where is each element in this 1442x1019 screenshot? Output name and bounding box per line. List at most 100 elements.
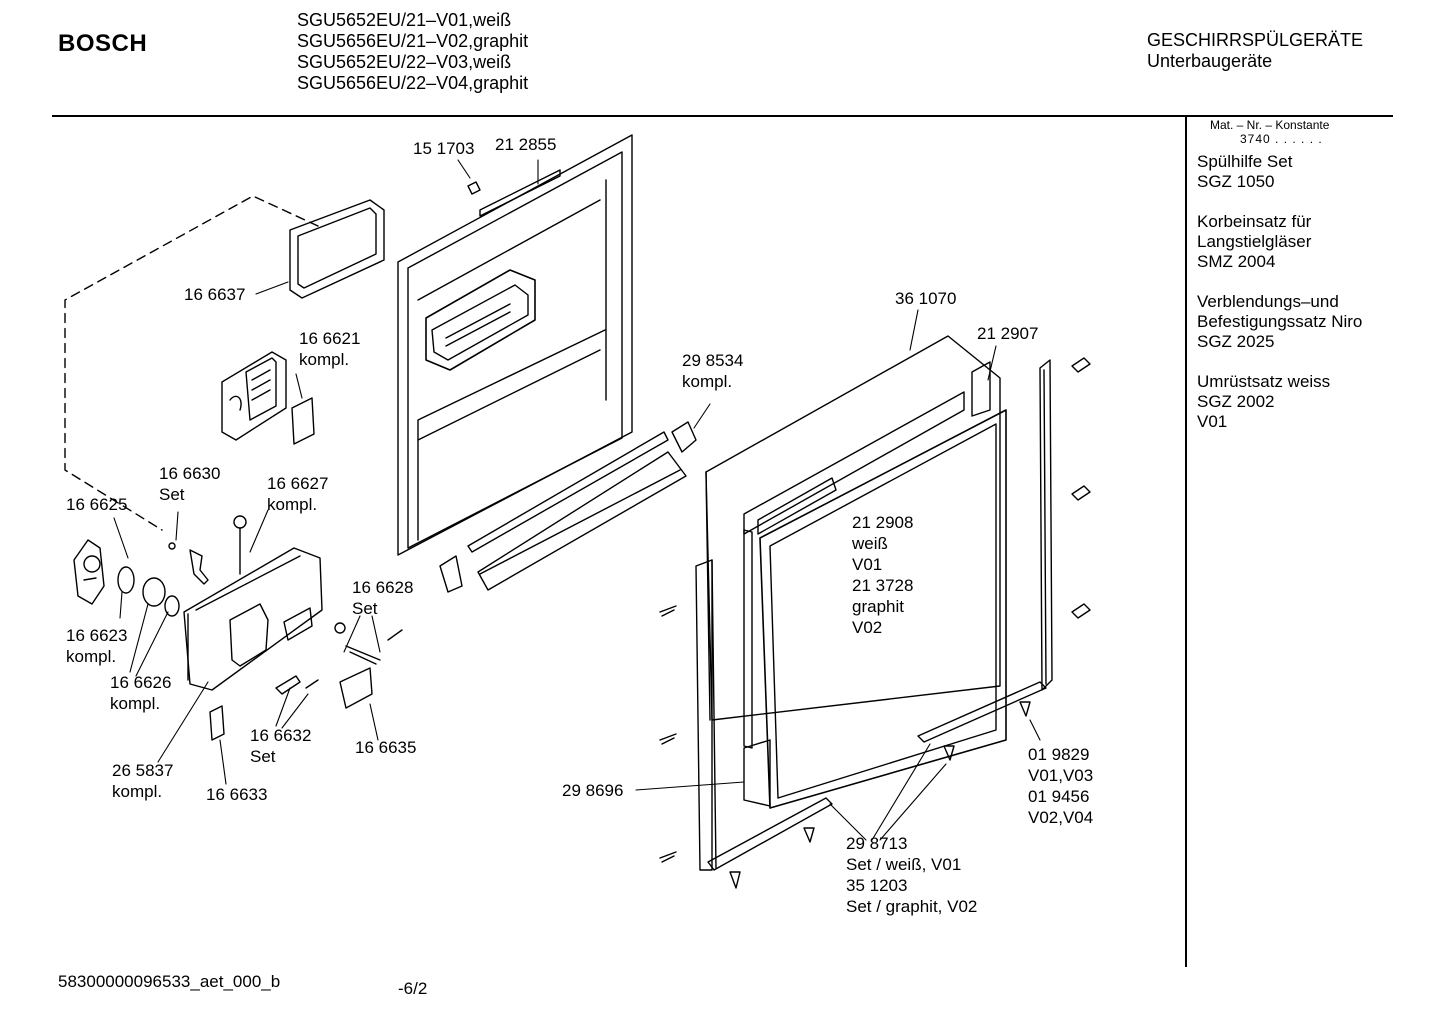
- part-label: 16 6630 Set: [159, 463, 220, 505]
- dashed-assembly-outline: [64, 195, 319, 531]
- dispenser-lid: [221, 351, 315, 445]
- part-label: 15 1703: [413, 139, 475, 158]
- left-trim: [695, 559, 717, 871]
- part-label: 16 6633: [206, 785, 268, 804]
- accessory-item: Verblendungs–und Befestigungssatz Niro S…: [1197, 292, 1387, 352]
- part-label: 16 6625: [66, 495, 128, 514]
- header-divider: [52, 115, 1393, 117]
- part-number: 26 5837: [112, 761, 174, 780]
- model-line: SGU5652EU/21–V01,weiß: [297, 10, 512, 30]
- accessory-line: Langstielgläser: [1197, 232, 1312, 251]
- front-door-panel: [705, 335, 1007, 809]
- accessory-line: SMZ 2004: [1197, 252, 1276, 271]
- part-note: V02,V04: [1028, 808, 1094, 827]
- part-label: 21 2908 weiß V01 21 3728 graphit V02: [852, 512, 913, 638]
- accessory-line: Umrüstsatz weiss: [1197, 372, 1331, 391]
- accessory-line: Spülhilfe Set: [1197, 152, 1293, 171]
- part-label: 21 2907: [977, 324, 1039, 343]
- part-number: 01 9456: [1028, 787, 1090, 806]
- part-label: 16 6632 Set: [250, 725, 311, 767]
- constant-header: Mat. – Nr. – Konstante: [1210, 118, 1330, 132]
- part-label: 29 8534 kompl.: [682, 350, 743, 392]
- hinge-rails: [439, 421, 697, 593]
- accessory-line: Verblendungs–und: [1197, 292, 1339, 311]
- handle-bezel: [73, 539, 105, 605]
- part-number: 35 1203: [846, 876, 908, 895]
- model-list: SGU5652EU/21–V01,weiß SGU5656EU/21–V02,g…: [297, 10, 528, 94]
- rings: [117, 566, 180, 617]
- part-note: V01,V03: [1028, 766, 1094, 785]
- part-label: 36 1070: [895, 289, 957, 308]
- part-number: 16 6630: [159, 464, 221, 483]
- part-note: kompl.: [112, 782, 163, 801]
- page-number: -6/2: [398, 979, 428, 998]
- category-line2: Unterbaugeräte: [1147, 51, 1273, 71]
- part-note: Set / graphit, V02: [846, 897, 978, 916]
- part-note: kompl.: [299, 350, 350, 369]
- part-label: 16 6628 Set: [352, 577, 413, 619]
- bottom-strips: [707, 681, 1047, 871]
- accessory-line: SGZ 1050: [1197, 172, 1275, 191]
- category-line1: GESCHIRRSPÜLGERÄTE: [1147, 30, 1364, 50]
- part-note: Set: [250, 747, 276, 766]
- accessory-line: Befestigungssatz Niro: [1197, 312, 1363, 331]
- side-trim: [1039, 359, 1053, 691]
- part-label: 29 8696: [562, 781, 624, 800]
- accessory-item: Korbeinsatz für Langstielgläser SMZ 2004: [1197, 212, 1387, 272]
- screws: [659, 357, 1091, 889]
- part-number: 16 6621: [299, 329, 361, 348]
- constant-value: 3740 . . . . . .: [1240, 132, 1323, 146]
- part-note: Set: [159, 485, 185, 504]
- part-label: 21 2855: [495, 135, 557, 154]
- part-number: 16 6627: [267, 474, 329, 493]
- model-line: SGU5656EU/21–V02,graphit: [297, 31, 529, 51]
- model-line: SGU5656EU/22–V04,graphit: [297, 73, 529, 93]
- part-note: Set / weiß, V01: [846, 855, 962, 874]
- part-number: 01 9829: [1028, 745, 1090, 764]
- part-label: 16 6637: [184, 285, 246, 304]
- part-label: 01 9829 V01,V03 01 9456 V02,V04: [1028, 744, 1093, 828]
- accessory-item: Spülhilfe Set SGZ 1050: [1197, 152, 1387, 192]
- part-note: kompl.: [682, 372, 733, 391]
- part-label: 16 6635: [355, 738, 417, 757]
- part-number: 16 6632: [250, 726, 312, 745]
- part-note: kompl.: [267, 495, 318, 514]
- part-label: 29 8713 Set / weiß, V01 35 1203 Set / gr…: [846, 833, 977, 917]
- part-number: 16 6623: [66, 626, 128, 645]
- part-note: V01: [852, 555, 883, 574]
- leader-lines: [113, 159, 1041, 841]
- inner-door-panel: [397, 134, 633, 556]
- part-number: 16 6626: [110, 673, 172, 692]
- small-parts: [168, 515, 403, 741]
- part-label: 16 6623 kompl.: [66, 625, 127, 667]
- accessory-line: SGZ 2002: [1197, 392, 1275, 411]
- sidebar-divider: [1185, 117, 1187, 967]
- part-note: kompl.: [110, 694, 161, 713]
- part-note: Set: [352, 599, 378, 618]
- accessory-sidebar: Mat. – Nr. – Konstante 3740 . . . . . . …: [1197, 118, 1387, 432]
- part-note: graphit: [852, 597, 904, 616]
- part-label: 16 6626 kompl.: [110, 672, 171, 714]
- part-note: kompl.: [66, 647, 117, 666]
- category-title: GESCHIRRSPÜLGERÄTE Unterbaugeräte: [1147, 30, 1363, 72]
- accessory-line: Korbeinsatz für: [1197, 212, 1312, 231]
- accessory-item: Umrüstsatz weiss SGZ 2002 V01: [1197, 372, 1387, 432]
- seal-frame: [289, 199, 385, 299]
- part-label: 26 5837 kompl.: [112, 760, 173, 802]
- part-number: 29 8534: [682, 351, 744, 370]
- brand-logo: BOSCH: [58, 30, 148, 57]
- document-id: 58300000096533_aet_000_b: [58, 972, 281, 991]
- part-label: 16 6621 kompl.: [299, 328, 360, 370]
- part-number: 29 8713: [846, 834, 908, 853]
- part-number: 21 2908: [852, 513, 914, 532]
- screw: [467, 181, 481, 195]
- accessory-line: SGZ 2025: [1197, 332, 1275, 351]
- part-note: weiß: [852, 534, 888, 553]
- part-label: 16 6627 kompl.: [267, 473, 328, 515]
- part-note: V02: [852, 618, 883, 637]
- handle-housing: [183, 547, 323, 691]
- part-number: 16 6628: [352, 578, 414, 597]
- model-line: SGU5652EU/22–V03,weiß: [297, 52, 512, 72]
- part-number: 21 3728: [852, 576, 914, 595]
